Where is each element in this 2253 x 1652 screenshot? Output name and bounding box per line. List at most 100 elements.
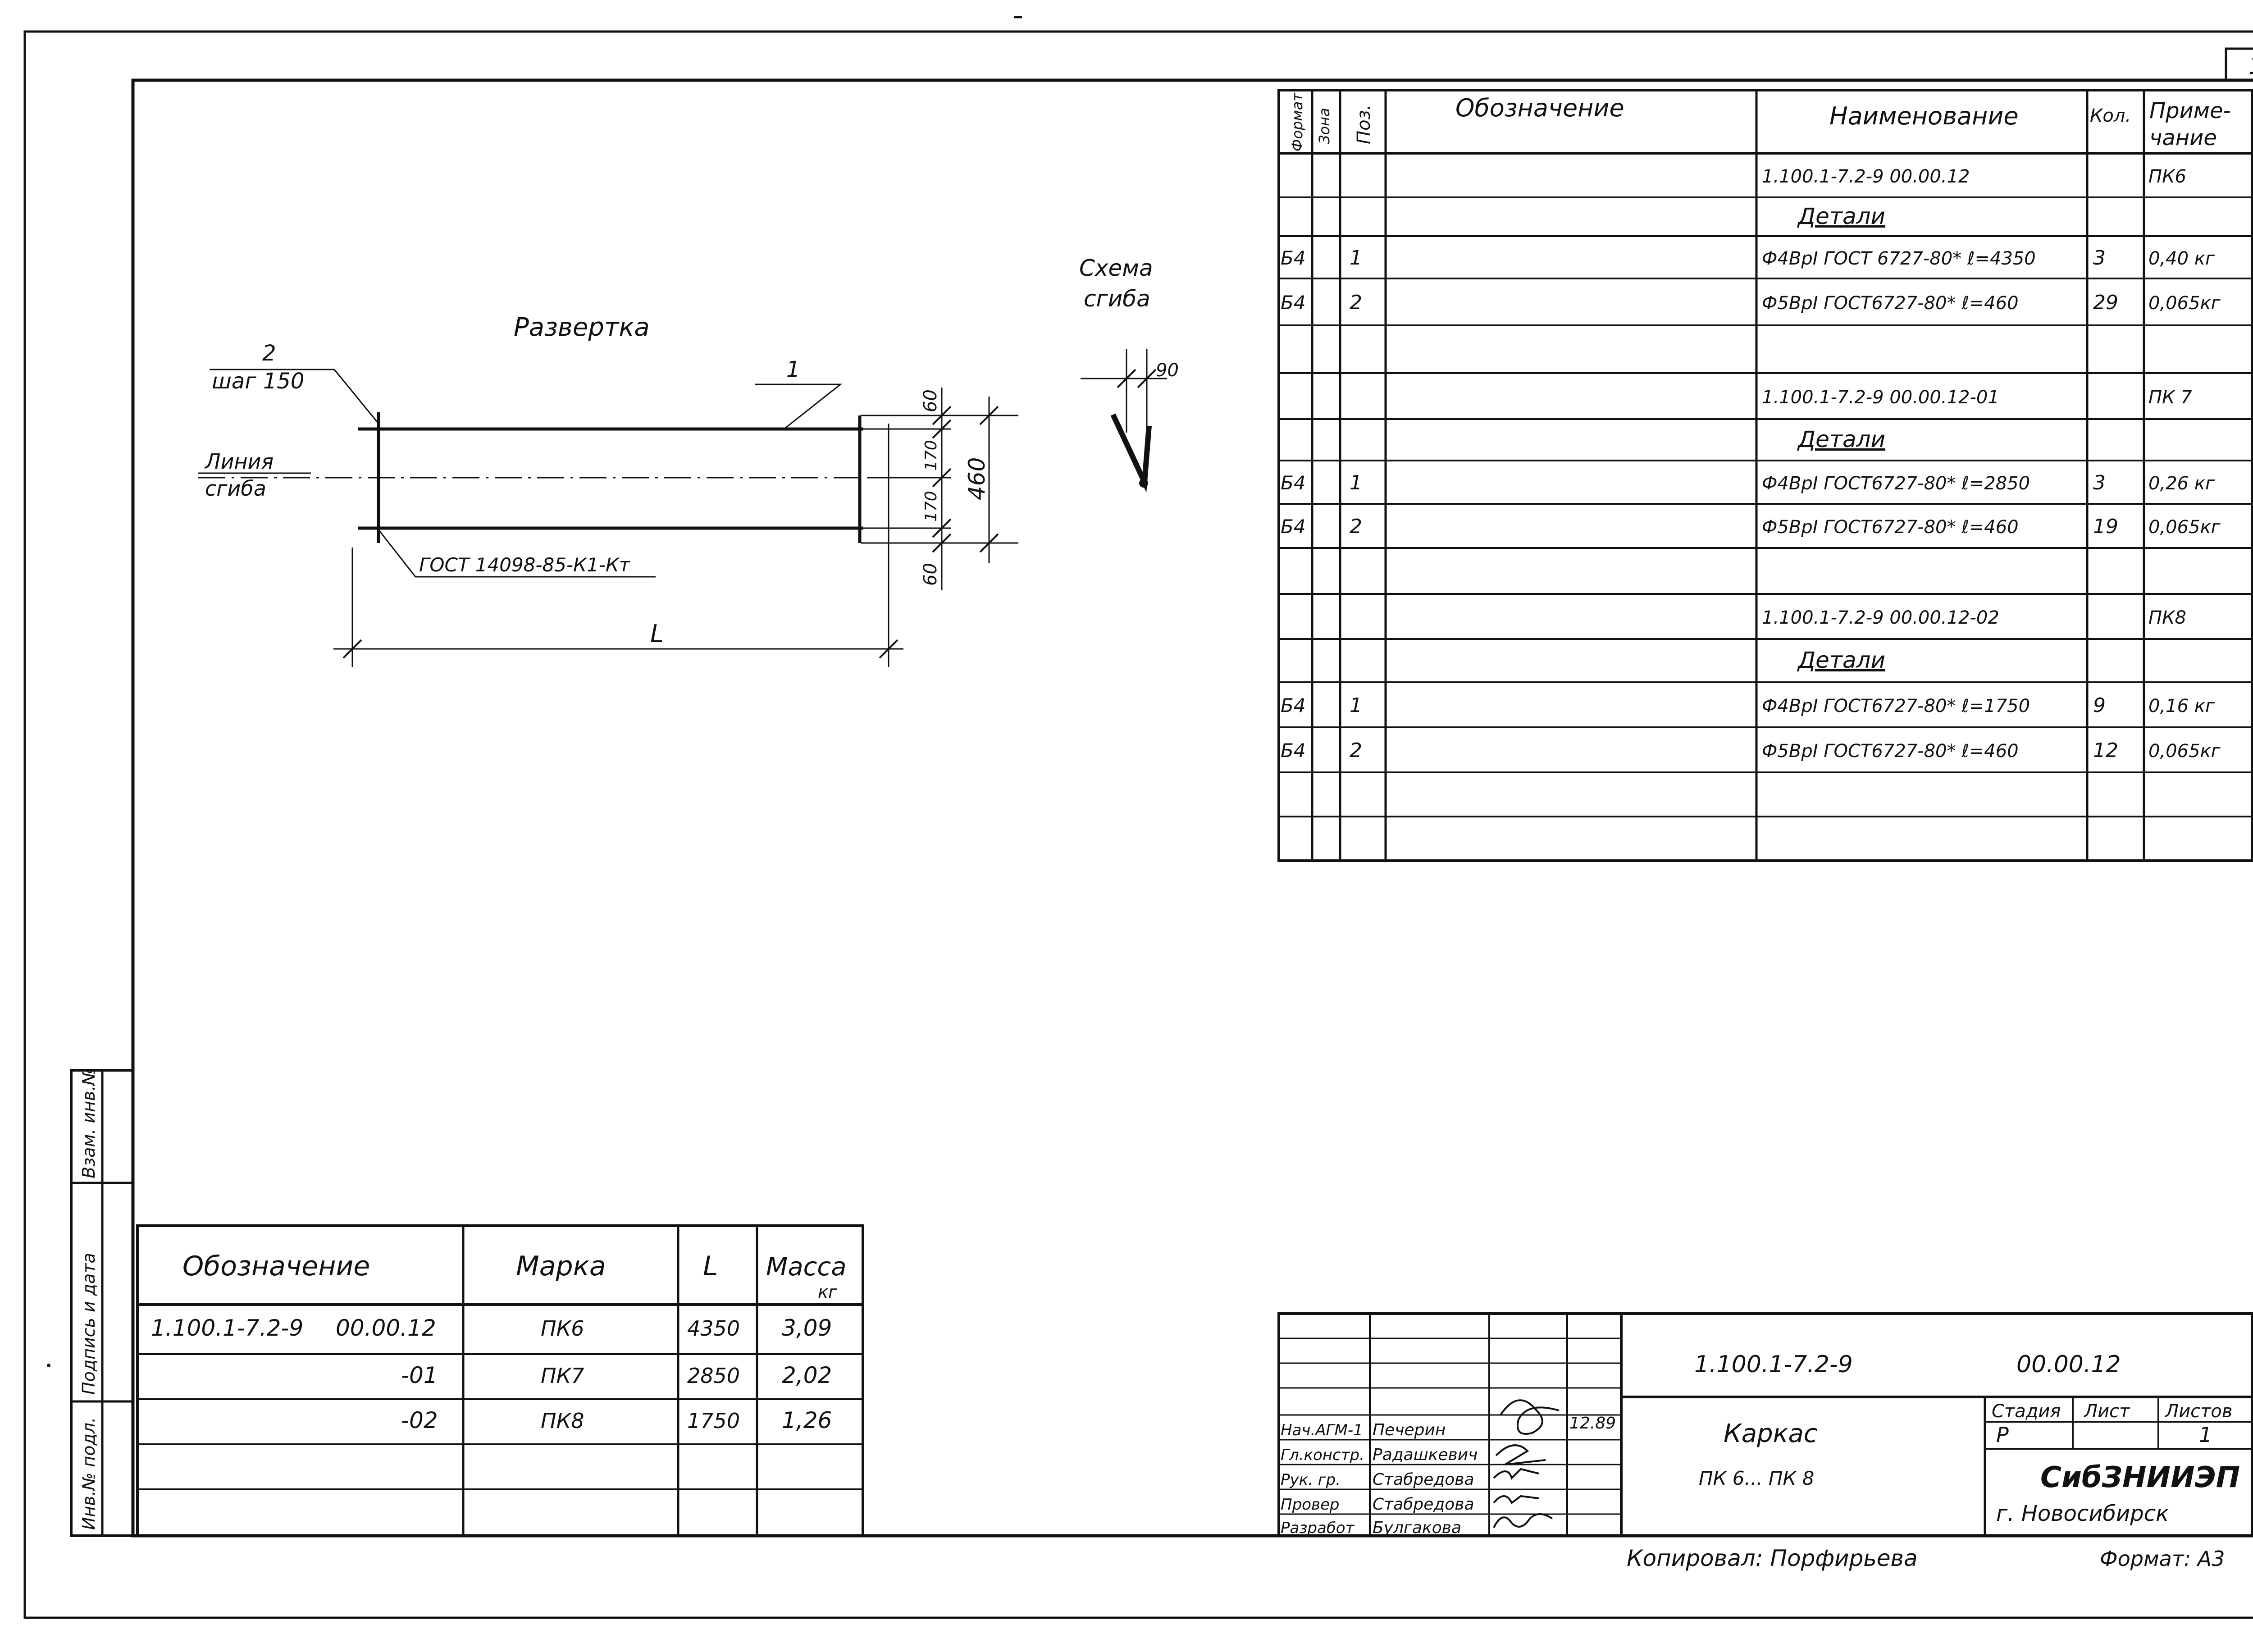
spec-cell-note: 0,40 кг (2148, 248, 2215, 269)
spec-cell-position: 1 (1350, 694, 1362, 717)
label-pos2-step: шаг 150 (212, 369, 304, 394)
label-dimension-60-bottom: 60 (920, 563, 941, 586)
spec-cell-note: ПК6 (2148, 166, 2186, 187)
specification-table: Формат Зона Поз. Обозначение Наименовани… (1277, 89, 2253, 862)
label-bend-line-1: Линия (204, 449, 274, 474)
marks-cell-length: 4350 (687, 1316, 740, 1341)
doc-number: 00.00.12 (2016, 1351, 2121, 1378)
stage-value: Р (1996, 1423, 2009, 1447)
format-label: Формат: А3 (2100, 1547, 2225, 1571)
spec-cell-format: Б4 (1281, 472, 1306, 494)
spec-cell-name: Ф4ВрI ГОСТ6727-80* ℓ=1750 (1762, 696, 2030, 716)
title-block: 1.100.1-7.2-9 00.00.12 Каркас ПК 6... ПК… (1277, 1312, 2253, 1537)
spec-cell-section-title: Детали (1797, 426, 1885, 452)
label-weld-gost: ГОСТ 14098-85-К1-Кт (419, 554, 631, 576)
spec-row-lines (1279, 196, 2252, 817)
stage-label: Стадия (1992, 1401, 2061, 1422)
spec-cell-quantity: 3 (2093, 246, 2106, 269)
marks-cell-suffix: -01 (401, 1362, 438, 1388)
marks-table: Обозначение Марка L Масса кг 1.100.1-7.2… (136, 1224, 864, 1537)
side-stamp-inv-repl: Взам. инв.№ (79, 1068, 99, 1178)
label-bend-scheme-1: Схема (1079, 255, 1153, 281)
doc-name: Каркас (1724, 1419, 1818, 1448)
signer-name: Булгакова (1373, 1519, 1461, 1537)
spec-header-format: Формат (1289, 92, 1306, 151)
copied-by: Копировал: Порфирьева (1627, 1545, 1918, 1571)
bend-shape (1110, 413, 1152, 493)
leader-weld (379, 530, 656, 578)
marks-cell-length: 1750 (687, 1409, 740, 1433)
spec-cell-name: Ф5ВрI ГОСТ6727-80* ℓ=460 (1762, 517, 2019, 538)
sheet-edge (23, 30, 2253, 1619)
doc-code: 1.100.1-7.2-9 (1694, 1351, 1853, 1378)
side-stamp: Инв.№ подл. Подпись и дата Взам. инв.№ (70, 1068, 134, 1537)
spec-cell-name: Ф5ВрI ГОСТ6727-80* ℓ=460 (1762, 741, 2019, 762)
marks-cell-code: 1.100.1-7.2-9 (151, 1315, 303, 1341)
spec-cell-section-title: Детали (1797, 203, 1885, 229)
spec-cell-note: 0,065кг (2148, 293, 2221, 314)
leader-pos2 (210, 369, 379, 424)
approval-date: 12.89 (1569, 1414, 1616, 1433)
signer-role: Разработ (1281, 1519, 1355, 1537)
page-number-box: 15 (2225, 47, 2253, 82)
development-drawing: Развертка 2 шаг 150 1 Линия сгиба ГОСТ 1… (198, 313, 1018, 667)
sheets-label: Листов (2164, 1401, 2232, 1422)
label-pos1: 1 (786, 357, 800, 382)
spec-cell-quantity: 3 (2093, 471, 2106, 494)
spec-cell-quantity: 29 (2093, 291, 2118, 314)
label-dimension-170-bottom: 170 (922, 491, 940, 522)
doc-subname: ПК 6... ПК 8 (1699, 1467, 1814, 1489)
sheet-label: Лист (2083, 1401, 2130, 1422)
label-dimension-460: 460 (964, 457, 990, 500)
spec-header-qty: Кол. (2090, 105, 2131, 126)
marks-header-mass-unit: кг (818, 1282, 838, 1302)
marks-cell-mass: 2,02 (782, 1362, 832, 1388)
spec-cell-format: Б4 (1281, 694, 1306, 716)
marks-header-length: L (703, 1250, 718, 1282)
spec-cell-name: 1.100.1-7.2-9 00.00.12-02 (1762, 607, 1999, 628)
spec-cell-position: 2 (1350, 515, 1362, 538)
spec-cell-note: 0,065кг (2148, 741, 2221, 762)
side-stamp-sign-date: Подпись и дата (79, 1253, 99, 1395)
signer-role: Провер (1281, 1496, 1340, 1514)
marks-cell-suffix: 00.00.12 (336, 1315, 436, 1341)
spec-cell-name: Ф4ВрI ГОСТ 6727-80* ℓ=4350 (1762, 248, 2036, 269)
spec-header-note-2: чание (2149, 125, 2217, 151)
signature-scribbles (1493, 1399, 1560, 1528)
label-bend-line-2: сгиба (205, 476, 266, 501)
marks-cell-mark: ПК7 (541, 1364, 584, 1388)
side-stamp-inv-orig: Инв.№ подл. (79, 1417, 99, 1530)
spec-header-zone: Зона (1316, 108, 1333, 144)
marks-cell-mark: ПК6 (541, 1316, 584, 1341)
label-bend-dimension: 90 (1156, 360, 1179, 381)
signer-name: Радашкевич (1373, 1446, 1478, 1464)
label-dimension-170-top: 170 (922, 440, 940, 471)
marks-cell-suffix: -02 (401, 1407, 438, 1433)
marks-cell-mass: 3,09 (782, 1315, 832, 1341)
org-city: г. Новосибирск (1996, 1501, 2169, 1526)
signer-role: Гл.констр. (1281, 1446, 1364, 1464)
signer-name: Печерин (1373, 1421, 1446, 1439)
spec-cell-note: 0,16 кг (2148, 696, 2215, 716)
drawing-title: Развертка (514, 313, 650, 342)
label-dimension-L: L (650, 620, 664, 648)
spec-cell-format: Б4 (1281, 247, 1306, 269)
spec-cell-position: 1 (1350, 471, 1362, 494)
spec-cell-note: ПК 7 (2148, 387, 2192, 408)
signer-name: Стабредова (1373, 1495, 1474, 1514)
drawing-frame (131, 78, 2253, 1538)
spec-cell-quantity: 12 (2093, 739, 2118, 762)
spec-cell-position: 2 (1350, 739, 1362, 762)
marks-cell-length: 2850 (687, 1364, 740, 1388)
spec-header-note-1: Приме- (2149, 98, 2231, 123)
spec-cell-format: Б4 (1281, 516, 1306, 538)
label-pos2-number: 2 (262, 341, 276, 366)
spec-header-name: Наименование (1829, 102, 2019, 130)
org-name: СибЗНИИЭП (2040, 1461, 2240, 1494)
spec-cell-name: Ф4ВрI ГОСТ6727-80* ℓ=2850 (1762, 473, 2030, 494)
spec-cell-name: Ф5ВрI ГОСТ6727-80* ℓ=460 (1762, 293, 2019, 314)
label-bend-scheme-2: сгиба (1084, 286, 1150, 312)
spec-cell-name: 1.100.1-7.2-9 00.00.12 (1762, 166, 1970, 187)
marks-header-mass: Масса (766, 1252, 847, 1282)
